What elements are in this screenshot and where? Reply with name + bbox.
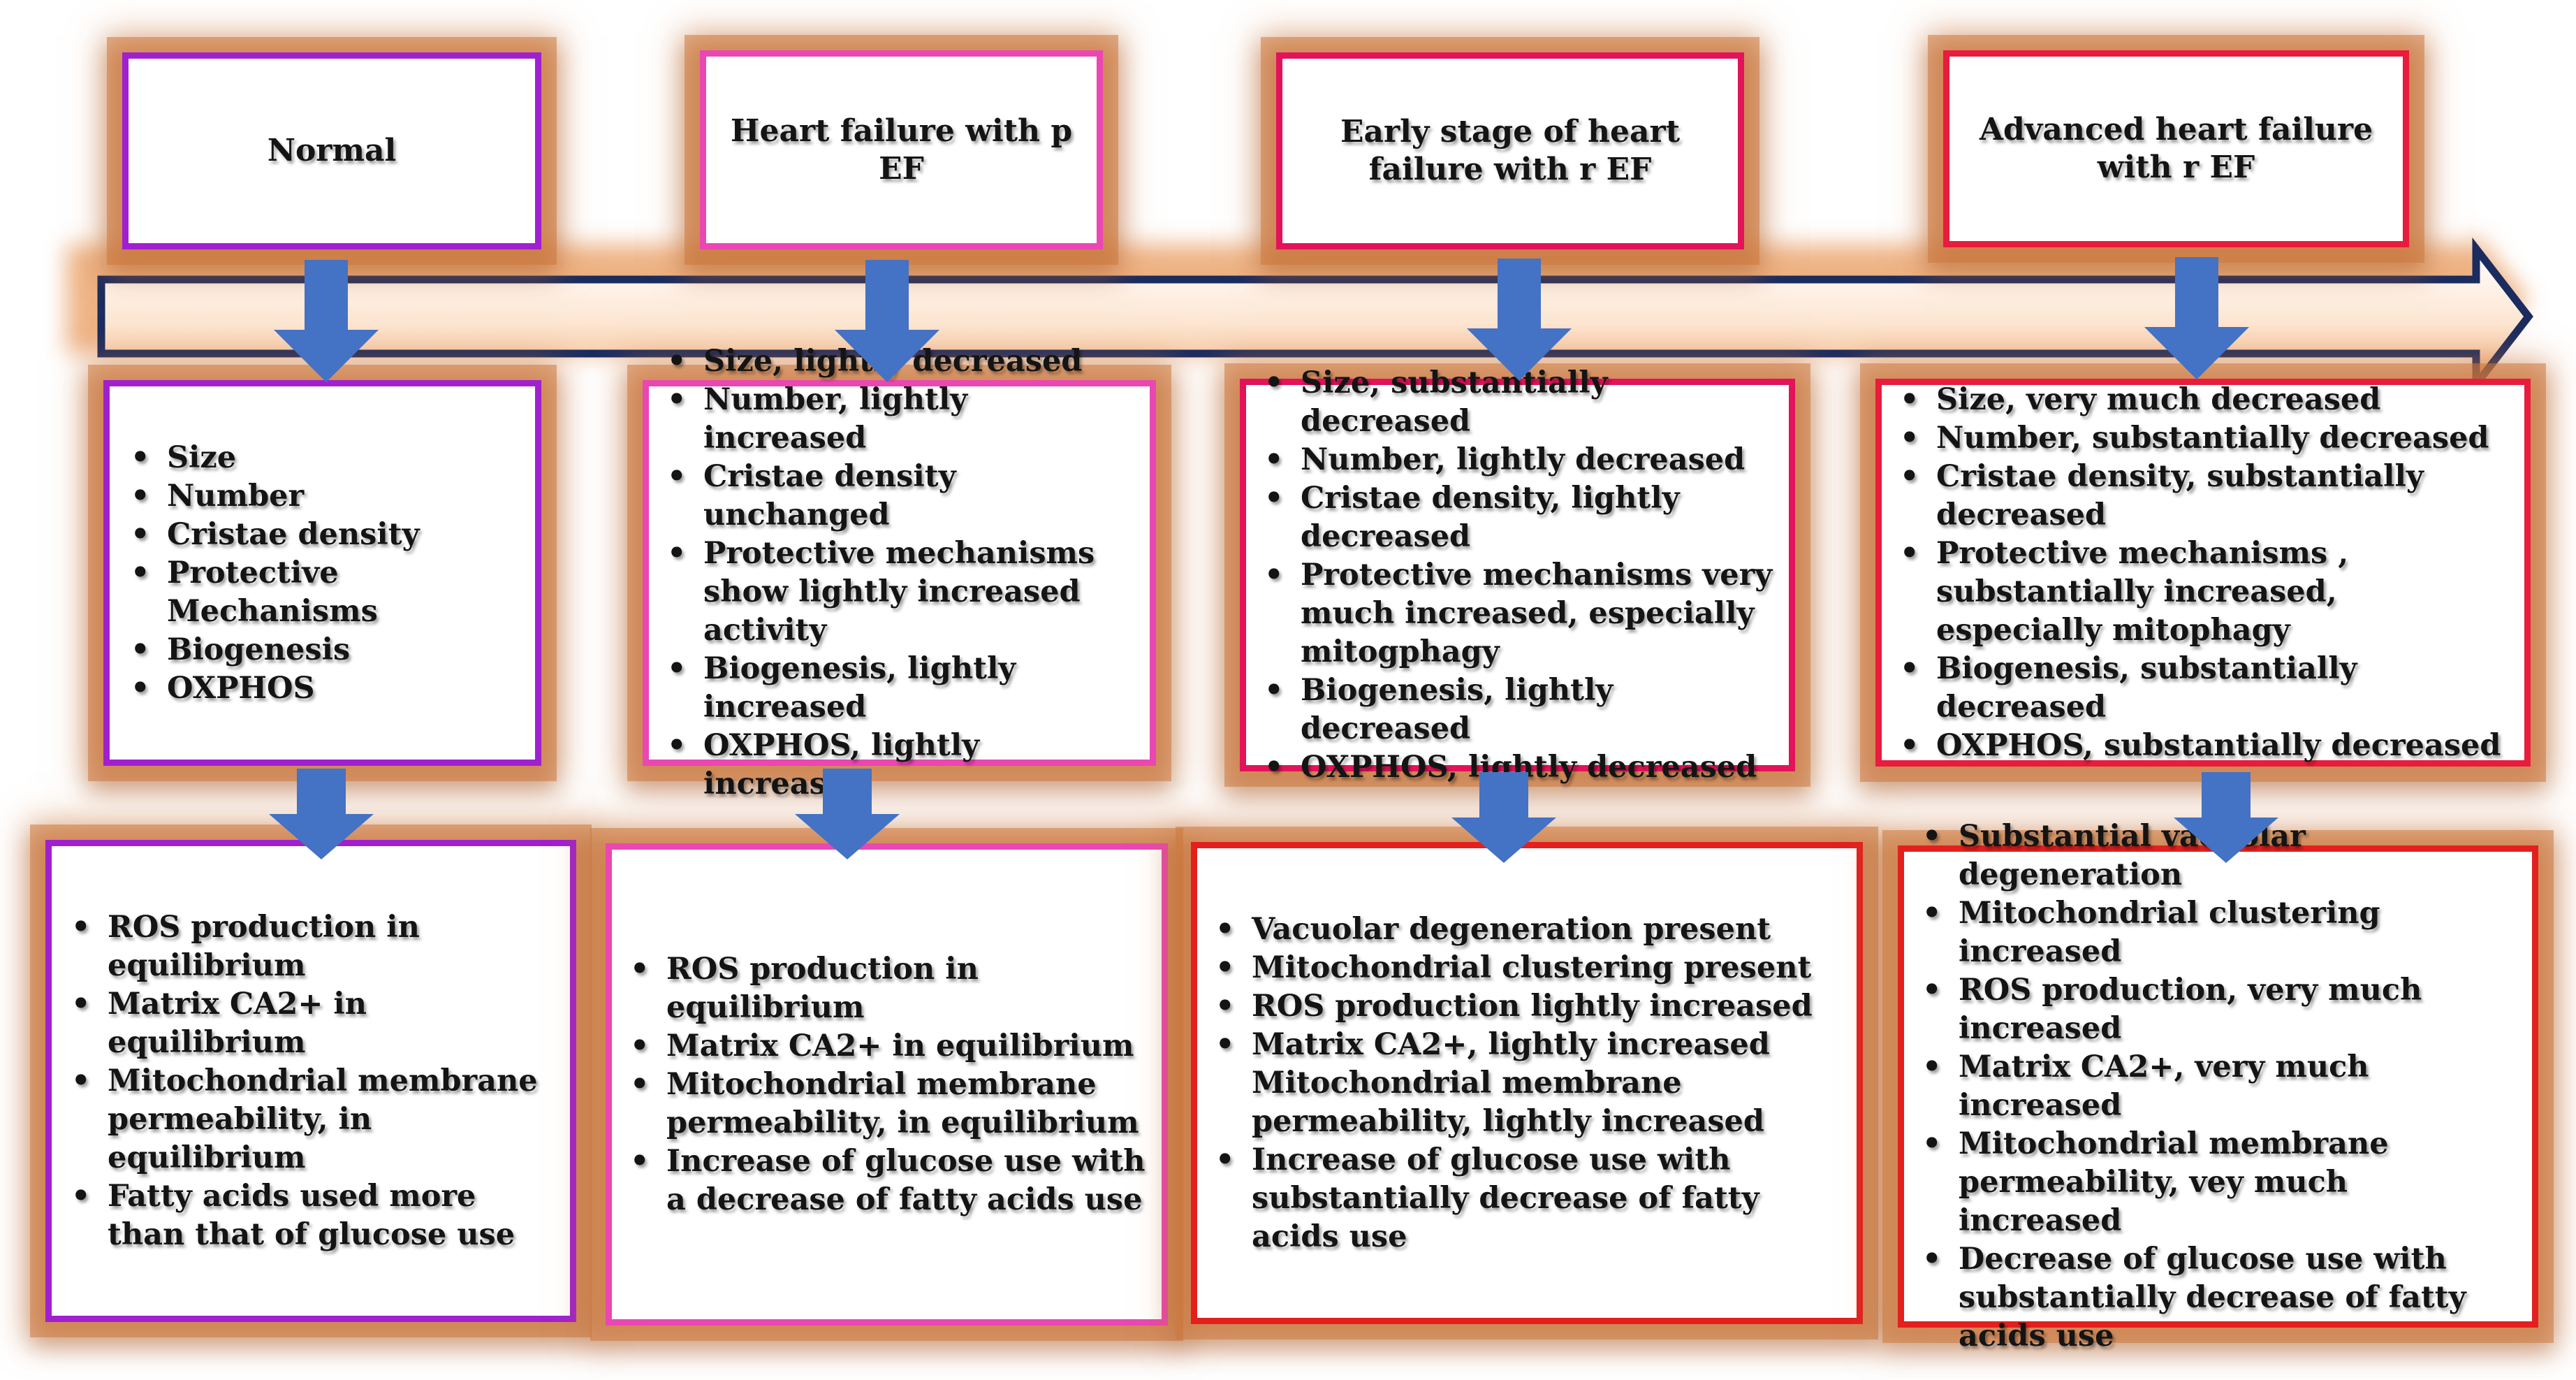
down-arrow-icon bbox=[1451, 772, 1556, 863]
feature-item: Protective mechanisms , substantially in… bbox=[1900, 535, 2512, 650]
down-arrow-icon bbox=[795, 769, 900, 859]
feature-item: Number, lightly decreased bbox=[1264, 441, 1776, 479]
stage-effects-advanced-hfref: Substantial vacuolar degeneration Mitoch… bbox=[1898, 818, 2538, 1353]
feature-item: Cristae density unchanged bbox=[667, 458, 1137, 535]
feature-item: Number, substantially decreased bbox=[1900, 419, 2512, 458]
feature-item: Number, lightly increased bbox=[667, 381, 1137, 458]
effect-item: Mitochondrial clustering increased bbox=[1922, 894, 2519, 971]
down-arrow-icon bbox=[2144, 257, 2249, 379]
stage-features-advanced-hfref: Size, very much decreased Number, substa… bbox=[1875, 379, 2531, 767]
effect-item: Fatty acids used more than that of gluco… bbox=[71, 1177, 556, 1254]
effect-item: Matrix CA2+ in equilibrium bbox=[630, 1027, 1149, 1066]
stage-header-advanced-hfref: Advanced heart failure with r EF bbox=[1943, 50, 2409, 247]
effect-item: ROS production, very much increased bbox=[1922, 971, 2519, 1048]
stage-title: Normal bbox=[267, 133, 397, 168]
stage-header-normal: Normal bbox=[122, 52, 541, 249]
stage-features-early-hfref: Size, substantially decreased Number, li… bbox=[1240, 364, 1795, 787]
stage-header-hfpef: Heart failure with p EF bbox=[700, 50, 1103, 249]
effect-item: ROS production in equilibrium bbox=[71, 908, 556, 985]
feature-item: Protective mechanisms very much increase… bbox=[1264, 556, 1776, 671]
down-arrow-icon bbox=[269, 769, 374, 859]
feature-item: Biogenesis bbox=[131, 631, 521, 669]
feature-item: Biogenesis, substantially decreased bbox=[1900, 650, 2512, 727]
feature-item: Cristae density bbox=[131, 516, 521, 554]
effect-item: Increase of glucose use with substantial… bbox=[1215, 1141, 1844, 1256]
effect-item: Mitochondrial membrane permeability, in … bbox=[630, 1066, 1149, 1142]
down-arrow-icon bbox=[274, 260, 379, 382]
effect-item: Matrix CA2+ in equilibrium bbox=[71, 985, 556, 1062]
stage-header-early-hfref: Early stage of heart failure with r EF bbox=[1276, 52, 1744, 249]
effect-item: Vacuolar degeneration present bbox=[1215, 910, 1844, 949]
effect-item: Mitochondrial clustering present bbox=[1215, 949, 1844, 987]
feature-item: Size, substantially decreased bbox=[1264, 364, 1776, 441]
feature-item: Biogenesis, lightly increased bbox=[667, 650, 1137, 727]
feature-item: Cristae density, substantially decreased bbox=[1900, 458, 2512, 535]
stage-title: Early stage of heart failure with r EF bbox=[1340, 114, 1681, 187]
down-arrow-icon bbox=[2174, 772, 2278, 863]
feature-item: Protective mechanisms show lightly incre… bbox=[667, 535, 1137, 650]
stage-effects-hfpef: ROS production in equilibrium Matrix CA2… bbox=[606, 843, 1168, 1325]
effect-item: Matrix CA2+, lightly increased Mitochond… bbox=[1215, 1026, 1844, 1141]
feature-item: Number bbox=[131, 477, 521, 516]
down-arrow-icon bbox=[1467, 259, 1572, 381]
effect-item: ROS production in equilibrium bbox=[630, 950, 1149, 1027]
stage-effects-normal: ROS production in equilibrium Matrix CA2… bbox=[45, 840, 576, 1322]
effect-item: ROS production lightly increased bbox=[1215, 987, 1844, 1026]
feature-item: Size, very much decreased bbox=[1900, 381, 2512, 419]
feature-item: OXPHOS, lightly decreased bbox=[1264, 748, 1776, 787]
stage-features-normal: Size Number Cristae density Protective M… bbox=[103, 380, 541, 766]
effect-item: Mitochondrial membrane permeability, vey… bbox=[1922, 1125, 2519, 1240]
stage-effects-early-hfref: Vacuolar degeneration present Mitochondr… bbox=[1191, 842, 1863, 1324]
down-arrow-icon bbox=[835, 260, 939, 382]
feature-item: Biogenesis, lightly decreased bbox=[1264, 671, 1776, 748]
stage-title: Heart failure with p EF bbox=[730, 112, 1073, 187]
effect-item: Increase of glucose use with a decrease … bbox=[630, 1142, 1149, 1219]
feature-item: OXPHOS, substantially decreased bbox=[1900, 727, 2512, 765]
feature-item: OXPHOS bbox=[131, 669, 521, 708]
feature-item: Protective Mechanisms bbox=[131, 554, 521, 631]
effect-item: Decrease of glucose use with substantial… bbox=[1922, 1240, 2519, 1356]
stage-features-hfpef: Size, lightly decreased Number, lightly … bbox=[643, 342, 1156, 801]
effect-item: Matrix CA2+, very much increased bbox=[1922, 1048, 2519, 1125]
feature-item: Size bbox=[131, 439, 521, 477]
feature-item: Cristae density, lightly decreased bbox=[1264, 479, 1776, 556]
stage-title: Advanced heart failure with r EF bbox=[1979, 112, 2373, 185]
effect-item: Mitochondrial membrane permeability, in … bbox=[71, 1062, 556, 1177]
feature-item: OXPHOS, lightly increased bbox=[667, 727, 1137, 804]
